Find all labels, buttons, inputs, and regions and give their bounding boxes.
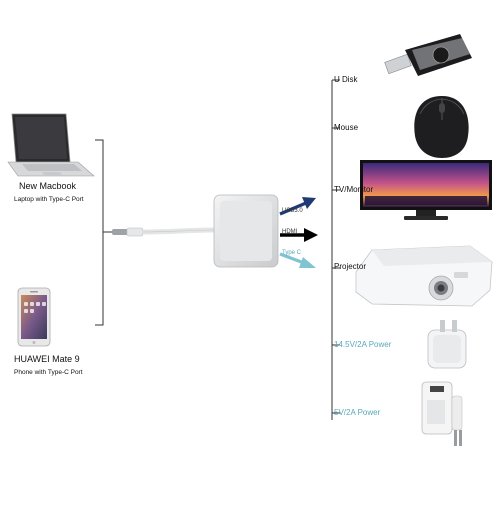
usb-arrow (279, 197, 316, 216)
output-label-tv-monitor: TV/Monitor (334, 185, 374, 194)
output-label-power-5v: 5V/2A Power (334, 408, 381, 417)
output-label-mouse: Mouse (334, 123, 359, 132)
mouse-icon (414, 96, 469, 158)
port-label-usb: USB3.0 (282, 208, 303, 214)
output-label-udisk: U Disk (334, 75, 358, 84)
input-bracket (95, 139, 104, 326)
type-c-arrow (279, 252, 316, 268)
input-subtitle-macbook: Laptop with Type-C Port (14, 196, 84, 203)
adapter-hub (213, 194, 279, 268)
power-adapter-icon (427, 320, 467, 369)
port-label-type-c: Type C (282, 250, 302, 256)
input-name-macbook: New Macbook (19, 181, 77, 191)
smartphone-icon (17, 287, 51, 347)
monitor-icon (360, 160, 492, 220)
usb-flash-drive-icon (384, 34, 472, 76)
input-subtitle-huawei: Phone with Type-C Port (14, 369, 83, 376)
output-label-projector: Projector (334, 262, 367, 271)
output-bracket-lines (331, 79, 340, 420)
usb-charger-icon (421, 381, 463, 446)
hdmi-arrow (280, 228, 318, 242)
projector-icon (355, 245, 493, 307)
input-name-huawei: HUAWEI Mate 9 (14, 354, 80, 364)
type-c-plug (112, 229, 128, 235)
input-bracket-lines (95, 139, 112, 326)
type-c-cable (112, 227, 216, 237)
port-label-hdmi: HDMI (282, 229, 298, 235)
output-label-power-14v: 14.5V/2A Power (334, 340, 392, 349)
laptop-icon (7, 113, 95, 177)
